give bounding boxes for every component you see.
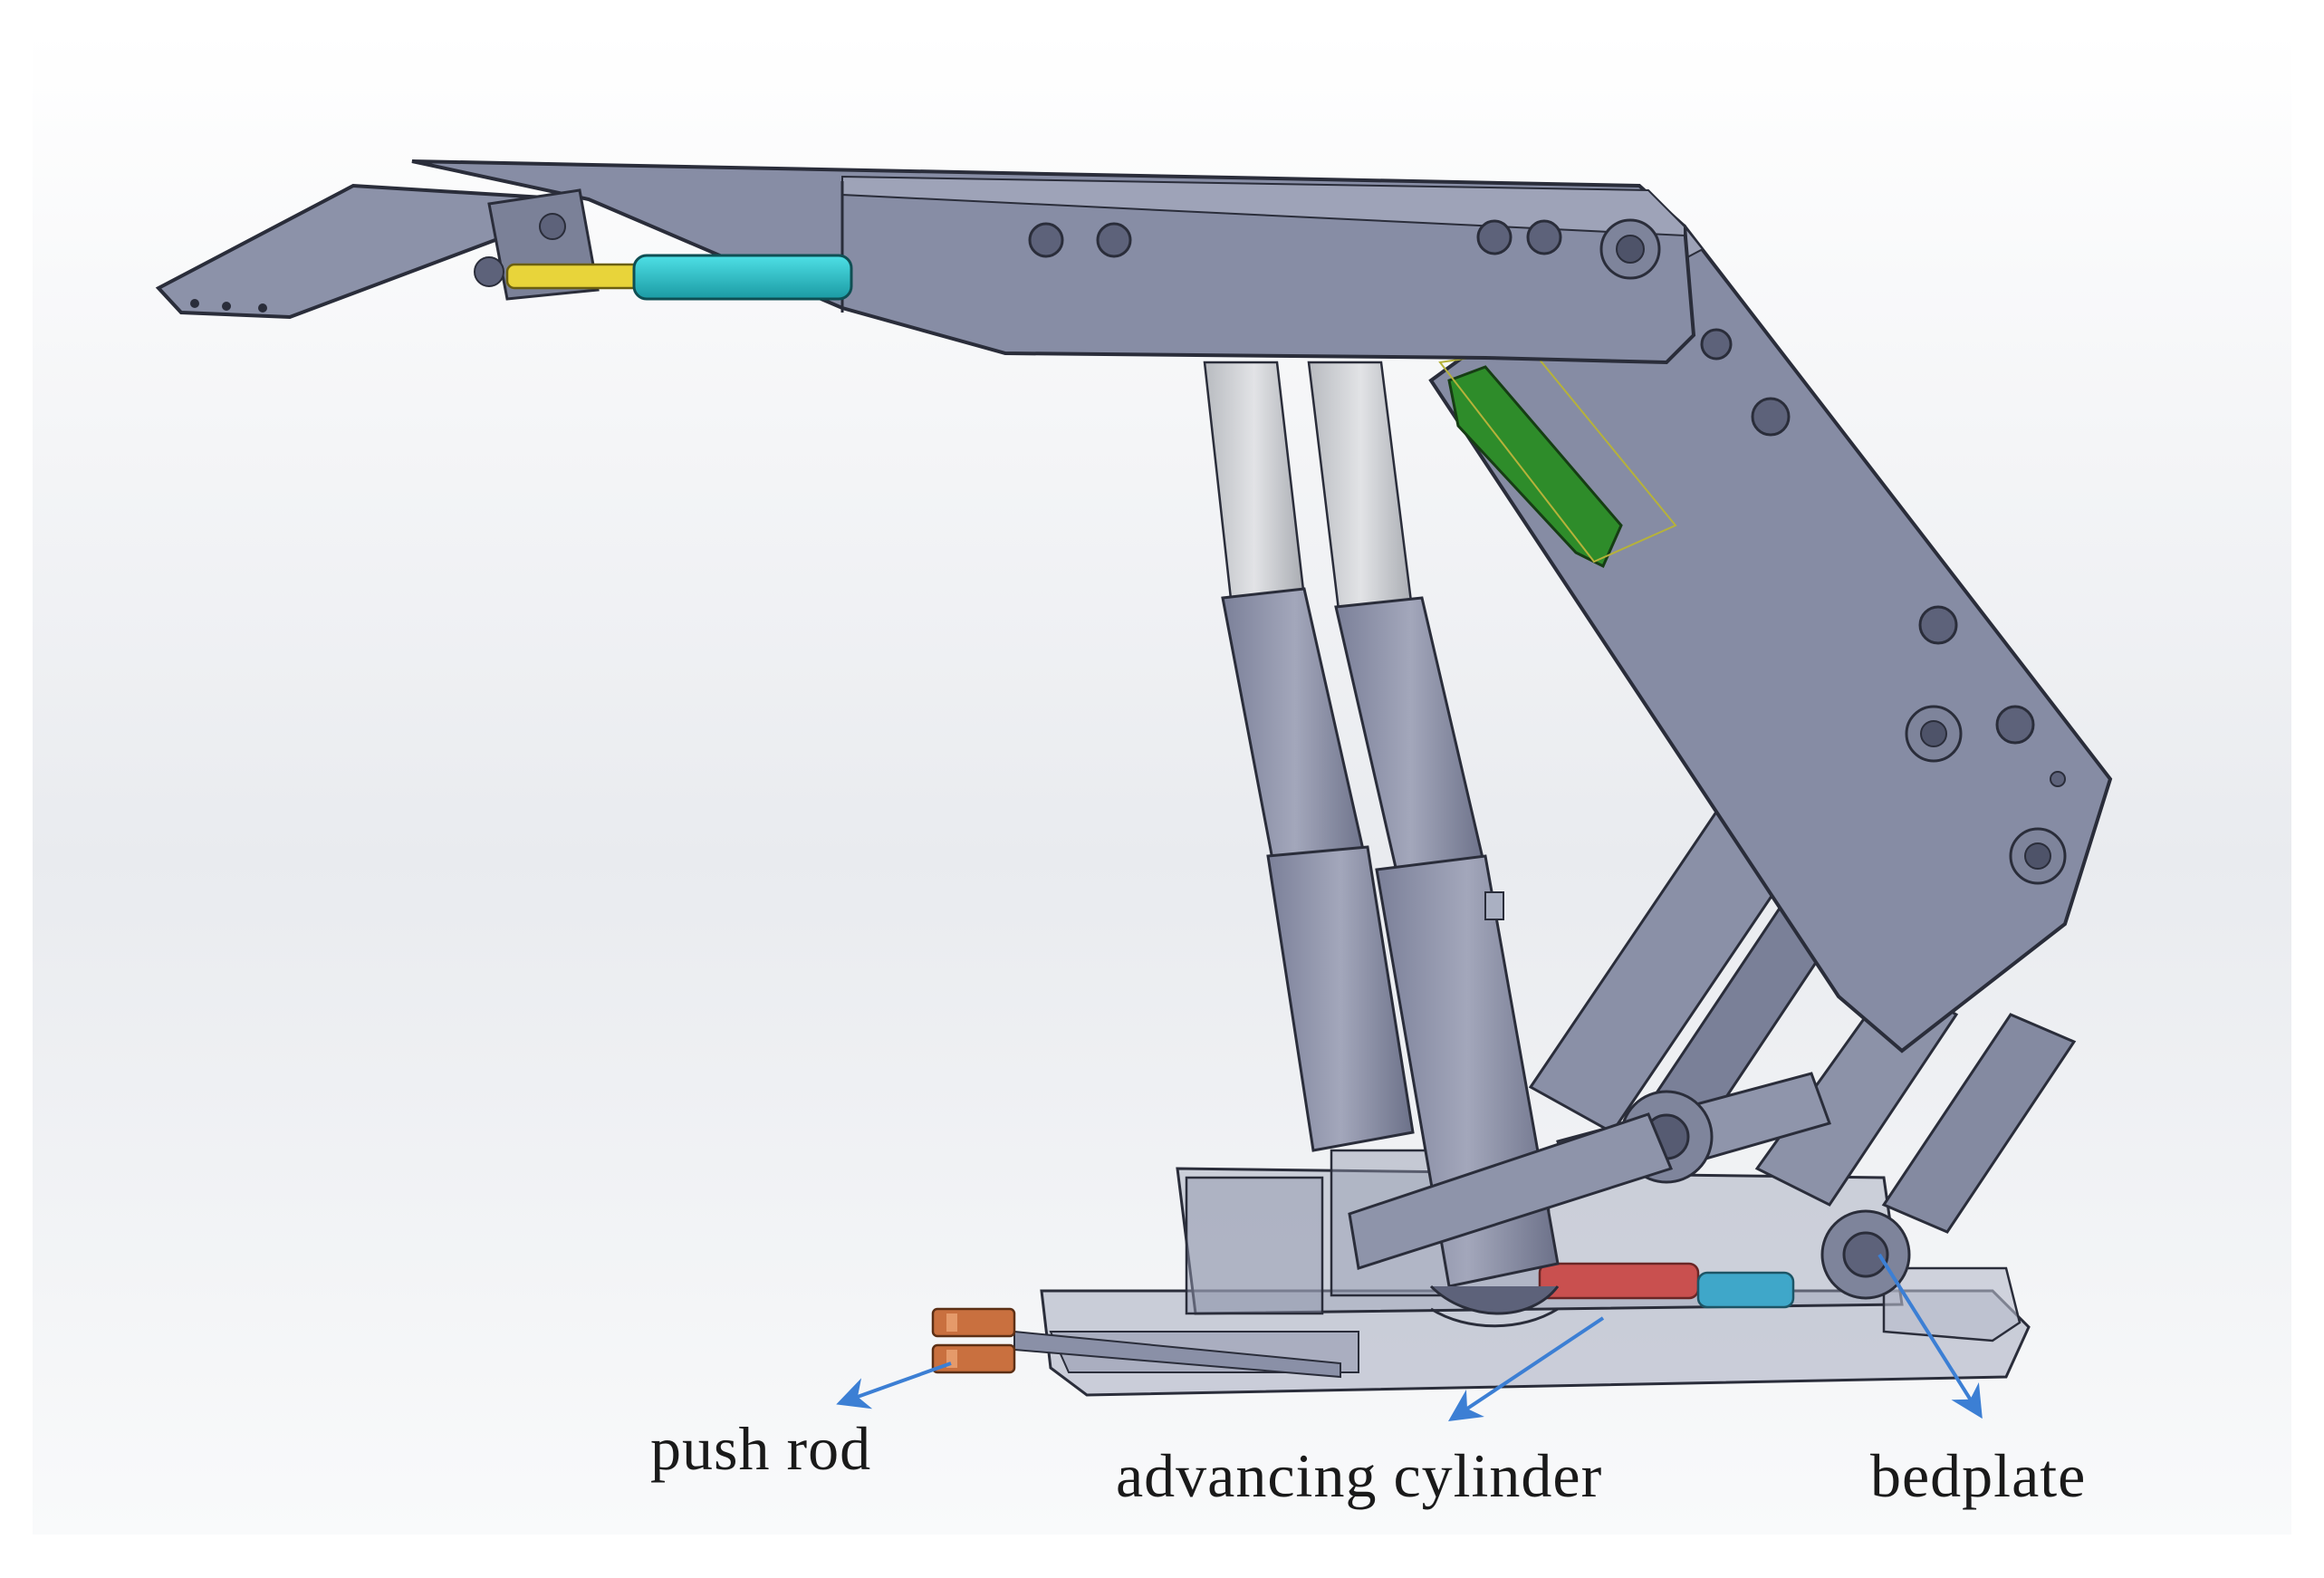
push-rod-arrow xyxy=(836,1362,952,1410)
advancing-cylinder xyxy=(1430,1262,1795,1328)
side-cylinder xyxy=(505,254,853,301)
advancing-cylinder-label: advancing cylinder xyxy=(1116,1441,1603,1510)
canopy xyxy=(411,159,1696,365)
bedplate-label: bedplate xyxy=(1870,1441,2087,1510)
bedplate-arrow xyxy=(1877,1253,1983,1419)
push-rod-label: push rod xyxy=(650,1414,872,1483)
base-cross-plate xyxy=(1348,1112,1674,1315)
advancing-cylinder-arrow xyxy=(1448,1316,1605,1421)
annotation-arrows xyxy=(836,1253,1983,1421)
push-rod xyxy=(931,1307,1341,1379)
